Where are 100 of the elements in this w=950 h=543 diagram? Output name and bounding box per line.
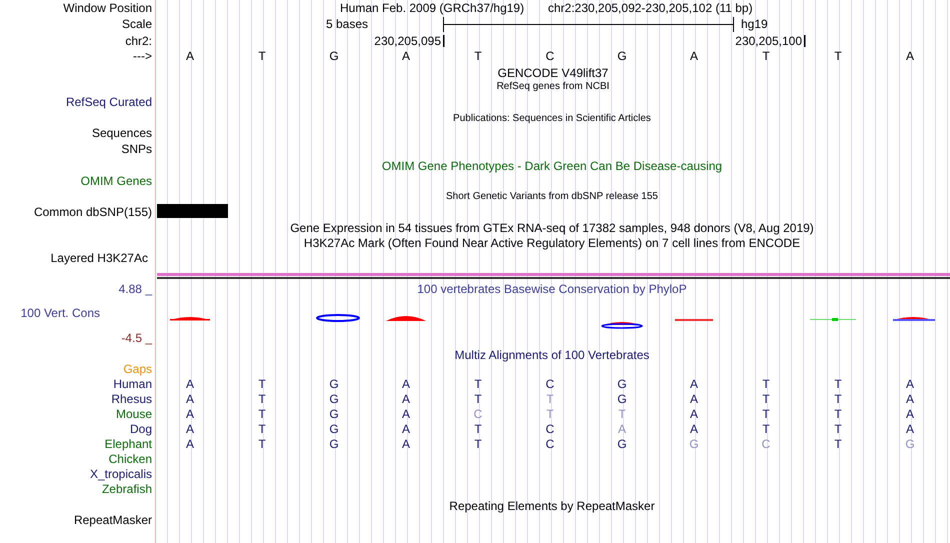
base-letter: C <box>546 377 554 391</box>
base-letter: A <box>690 49 698 63</box>
base-letter: T <box>474 377 482 391</box>
base-letter: C <box>474 407 482 421</box>
base-letter: C <box>546 49 554 63</box>
base-letter: T <box>474 392 482 406</box>
base-letter: T <box>258 392 266 406</box>
base-letter: T <box>762 422 770 436</box>
base-letter: T <box>762 49 770 63</box>
track-title: Repeating Elements by RepeatMasker <box>449 499 655 513</box>
base-letter: A <box>186 437 194 451</box>
base-letter: A <box>690 377 698 391</box>
species-label: Mouse <box>116 407 152 421</box>
species-label: Zebrafish <box>102 482 152 496</box>
track-title: Gene Expression in 54 tissues from GTEx RNA-seq of 17382 samples, 948 donors (V8, Aug 2019) <box>290 221 814 235</box>
base-letter: T <box>258 407 266 421</box>
base-letter: T <box>258 437 266 451</box>
base-letter: T <box>834 392 842 406</box>
position-range: chr2:230,205,092-230,205,102 (11 bp) <box>548 1 753 15</box>
base-letter: G <box>329 437 339 451</box>
track-label: SNPs <box>121 142 152 156</box>
base-letter: T <box>546 392 554 406</box>
base-letter: T <box>258 422 266 436</box>
assembly-name: Human Feb. 2009 (GRCh37/hg19) <box>340 1 524 15</box>
base-letter: T <box>762 407 770 421</box>
track-label: Sequences <box>92 126 152 140</box>
track-label: 100 Vert. Cons <box>20 306 100 320</box>
base-letter: A <box>186 377 194 391</box>
base-letter: A <box>402 49 410 63</box>
base-letter: A <box>186 392 194 406</box>
base-letter: A <box>402 407 410 421</box>
base-letter: C <box>546 422 554 436</box>
base-letter: T <box>258 377 266 391</box>
base-letter: A <box>690 392 698 406</box>
base-letter: T <box>474 437 482 451</box>
track-label: Scale <box>122 17 152 31</box>
base-letter: G <box>329 407 339 421</box>
base-letter: C <box>546 437 554 451</box>
species-label: Elephant <box>104 437 152 451</box>
base-letter: T <box>834 377 842 391</box>
track-title: 100 vertebrates Basewise Conservation by PhyloP <box>417 282 687 296</box>
base-letter: T <box>546 407 554 421</box>
base-letter: A <box>906 49 914 63</box>
track-label: Common dbSNP(155) <box>34 205 152 219</box>
base-letter: A <box>690 407 698 421</box>
base-letter: T <box>762 377 770 391</box>
base-letter: A <box>402 437 410 451</box>
assembly-label: hg19 <box>741 17 768 31</box>
base-letter: T <box>762 392 770 406</box>
base-letter: G <box>329 49 339 63</box>
track-label: RefSeq Curated <box>66 95 152 109</box>
base-letter: G <box>329 422 339 436</box>
base-letter: A <box>906 407 914 421</box>
base-letter: A <box>186 49 194 63</box>
base-letter: A <box>186 422 194 436</box>
track-label: ---> <box>133 49 152 63</box>
axis-value: 4.88 _ <box>118 282 152 296</box>
track-label: chr2: <box>125 34 152 48</box>
track-label: OMIM Genes <box>80 174 152 188</box>
species-label: Chicken <box>108 452 152 466</box>
track-label: Gaps <box>123 362 152 376</box>
track-title: Publications: Sequences in Scientific Articles <box>453 113 651 125</box>
base-letter: G <box>689 437 699 451</box>
track-label: Window Position <box>63 1 152 15</box>
base-letter: C <box>762 437 770 451</box>
base-letter: T <box>474 49 482 63</box>
species-label: Rhesus <box>111 392 152 406</box>
track-label: Layered H3K27Ac <box>50 251 148 265</box>
base-letter: A <box>690 422 698 436</box>
track-title: OMIM Gene Phenotypes - Dark Green Can Be Disease-causing <box>382 159 722 173</box>
track-title: RefSeq genes from NCBI <box>496 81 610 93</box>
base-letter: T <box>618 407 626 421</box>
position-label: 230,205,095 <box>374 34 441 48</box>
track-title: Short Genetic Variants from dbSNP release 155 <box>446 191 658 203</box>
base-letter: A <box>402 422 410 436</box>
base-letter: A <box>186 407 194 421</box>
base-letter: G <box>617 377 627 391</box>
base-letter: G <box>329 392 339 406</box>
species-label: X_tropicalis <box>90 467 152 481</box>
track-title: GENCODE V49lift37 <box>498 66 608 80</box>
base-letter: A <box>906 377 914 391</box>
scale-label: 5 bases <box>326 17 368 31</box>
base-letter: T <box>834 437 842 451</box>
base-letter: T <box>834 422 842 436</box>
track-title: Multiz Alignments of 100 Vertebrates <box>454 348 650 362</box>
base-letter: A <box>906 422 914 436</box>
species-label: Human <box>113 377 152 391</box>
base-letter: T <box>834 49 842 63</box>
base-letter: G <box>905 437 915 451</box>
species-label: Dog <box>130 422 152 436</box>
base-letter: G <box>617 49 627 63</box>
base-letter: G <box>617 437 627 451</box>
base-letter: A <box>402 377 410 391</box>
position-label: 230,205,100 <box>735 34 802 48</box>
axis-value: -4.5 _ <box>121 331 152 345</box>
track-label: RepeatMasker <box>74 513 152 527</box>
base-letter: T <box>258 49 266 63</box>
base-letter: G <box>617 392 627 406</box>
base-letter: A <box>906 392 914 406</box>
base-letter: A <box>402 392 410 406</box>
